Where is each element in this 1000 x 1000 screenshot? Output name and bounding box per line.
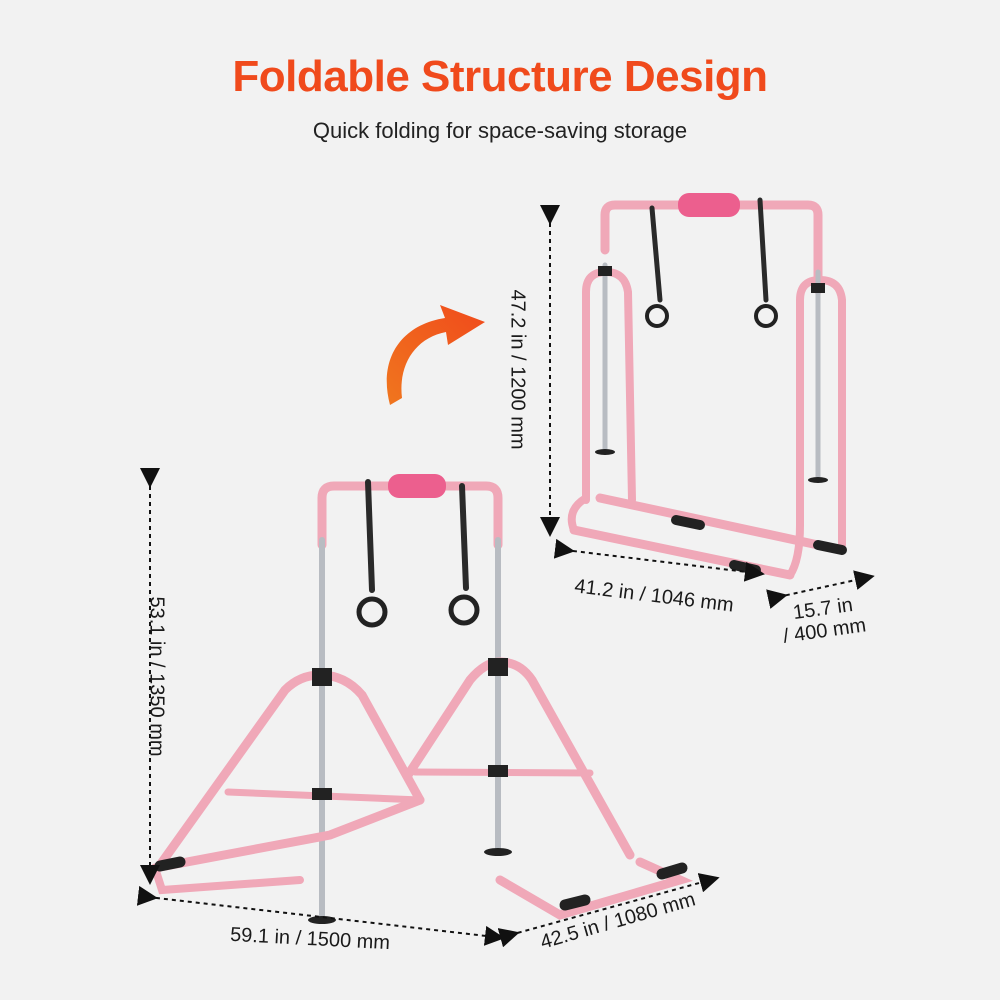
unfolded-depth-line bbox=[497, 873, 720, 948]
folded-depth-line bbox=[766, 570, 875, 609]
unfolded-width-line bbox=[136, 885, 505, 946]
fold-arrow-icon bbox=[386, 305, 485, 405]
folded-height-label: 47.2 in / 1200 mm bbox=[506, 289, 529, 450]
folded-bar-image bbox=[567, 193, 847, 580]
unfolded-bar-image bbox=[150, 474, 693, 924]
unfolded-height-label: 53.1 in / 1350 mm bbox=[145, 596, 168, 757]
page-subtitle: Quick folding for space-saving storage bbox=[312, 118, 688, 143]
page-title: Foldable Structure Design bbox=[232, 52, 768, 101]
